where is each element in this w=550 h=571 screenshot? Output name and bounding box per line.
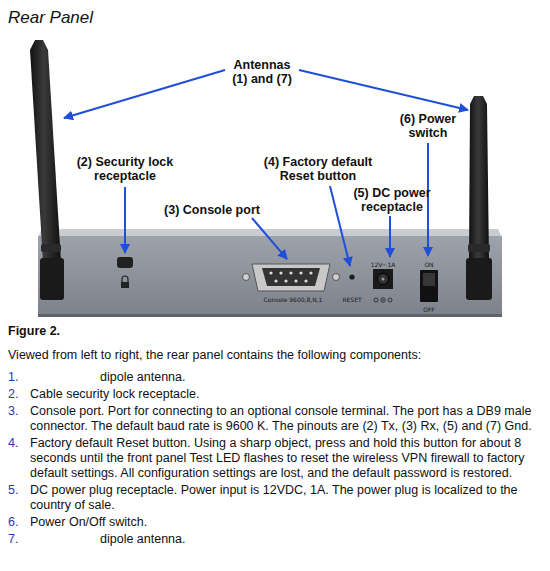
list-item: Factory default Reset button. Using a sh…: [30, 436, 542, 481]
antenna-ring: [468, 244, 490, 252]
intro-text: Viewed from left to right, the rear pane…: [8, 348, 548, 363]
device-top: [38, 229, 502, 237]
antenna-ring: [41, 244, 61, 252]
db9-pin: [309, 271, 312, 274]
lock-icon: [122, 276, 128, 282]
lock-slot: [117, 257, 133, 268]
polarity-symbol: [381, 298, 385, 302]
figure-title: Rear Panel: [8, 8, 93, 28]
callout-arrow: [64, 70, 225, 118]
db9-pin: [299, 271, 302, 274]
list-number: 5.: [8, 483, 28, 498]
antenna: [469, 96, 489, 262]
list-number: 2.: [8, 387, 28, 402]
callout-arrow: [299, 70, 468, 110]
rear-panel: [38, 236, 502, 316]
list-item: dipole antenna.: [100, 532, 540, 547]
list-item: Cable security lock receptacle.: [30, 387, 542, 402]
panel-marking: ON: [416, 261, 442, 268]
db9-pin: [289, 271, 292, 274]
panel-marking: RESET: [338, 296, 366, 303]
list-number: 7.: [8, 532, 28, 547]
reset-hole: [349, 274, 354, 279]
rocker: [423, 273, 435, 286]
power-switch: [420, 270, 438, 302]
figure-caption: Figure 2.: [8, 324, 60, 339]
db9-face: [262, 268, 320, 286]
callout-arrow: [252, 218, 287, 259]
callout-label: (3) Console port: [157, 203, 267, 217]
list-item: DC power plug receptacle. Power input is…: [30, 483, 542, 513]
callout-label: (2) Security lock receptacle: [73, 155, 177, 183]
callout-label: (6) Power switch: [397, 112, 459, 140]
db9-pin: [294, 279, 297, 282]
lock-icon: [121, 282, 129, 288]
callout-arrow: [330, 186, 350, 266]
list-number: 6.: [8, 515, 28, 530]
panel-marking: Console 9600,8,N,1: [248, 296, 338, 303]
db9-pin: [284, 279, 287, 282]
dc-jack-pin: [382, 278, 385, 281]
callout-label: (4) Factory default Reset button: [260, 155, 376, 183]
panel-marking: 12V⎓1A: [362, 261, 404, 268]
list-item: Power On/Off switch.: [30, 515, 542, 530]
polarity-symbol: [388, 298, 392, 302]
db9-pin: [274, 279, 277, 282]
antenna: [30, 40, 61, 262]
list-item: Console port. Port for connecting to an …: [30, 404, 542, 434]
callout-label: (5) DC power receptacle: [351, 186, 433, 214]
list-number: 4.: [8, 436, 28, 451]
panel-marking: OFF: [416, 306, 442, 313]
list-number: 1.: [8, 370, 28, 385]
db9-pin: [304, 279, 307, 282]
dc-jack-socket: [378, 274, 389, 285]
db9-shell: [252, 264, 330, 291]
screw-hole: [333, 274, 340, 281]
list-number: 3.: [8, 404, 28, 419]
callout-label: Antennas (1) and (7): [227, 58, 297, 86]
antenna-base: [40, 258, 64, 300]
panel-edge: [38, 314, 502, 317]
screw-hole: [243, 274, 250, 281]
callout-arrow: [124, 187, 126, 253]
list-item: dipole antenna.: [100, 370, 540, 385]
callout-arrow: [389, 216, 391, 257]
polarity-symbol: [374, 298, 378, 302]
polarity-symbol: [382, 299, 384, 301]
db9-pin: [279, 271, 282, 274]
dc-jack: [373, 269, 393, 289]
antenna-base: [466, 258, 492, 300]
db9-pin: [269, 271, 272, 274]
